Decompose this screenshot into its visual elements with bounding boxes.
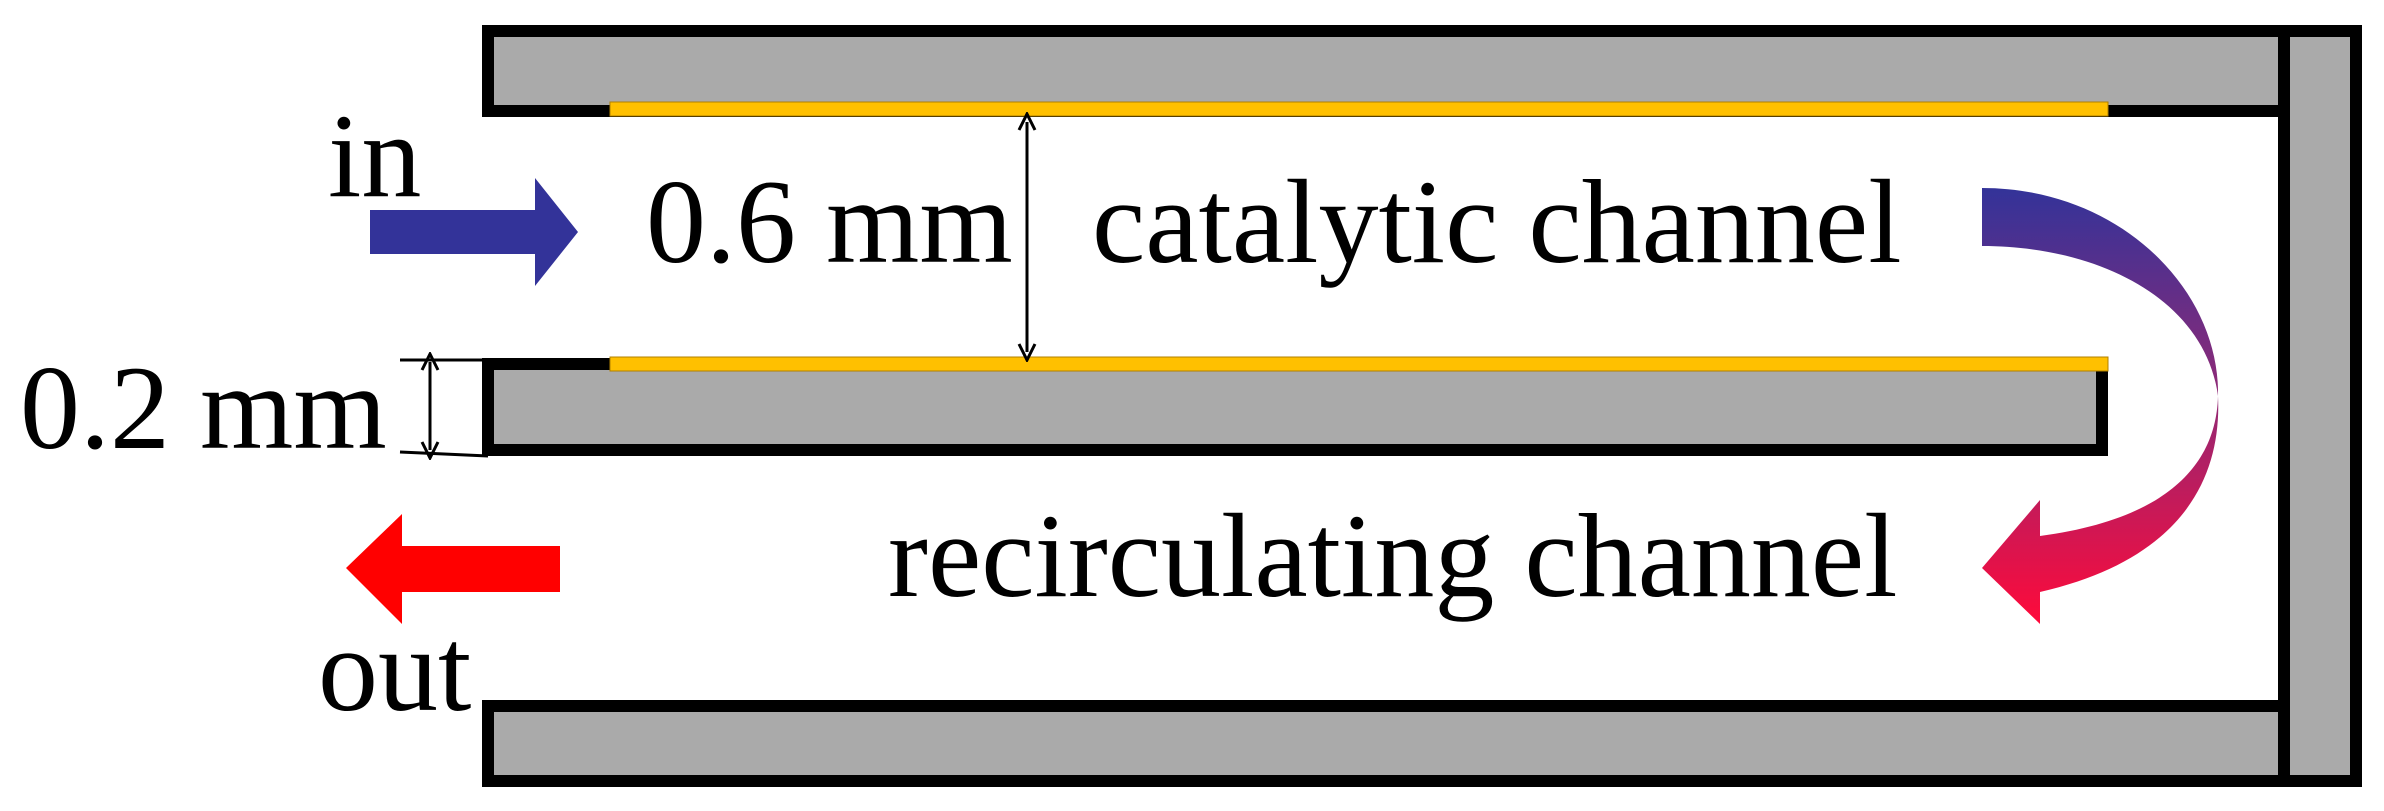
- middle-plate: [482, 358, 2108, 456]
- gap-dimension-label: 0.6 mm: [646, 155, 1013, 288]
- catalytic-channel-label: catalytic channel: [1092, 155, 1902, 288]
- outlet-label: out: [318, 603, 471, 736]
- catalyst-layer-top: [609, 101, 2109, 117]
- wall-thickness-label: 0.2 mm: [20, 341, 387, 474]
- arrow-left-icon: [346, 514, 560, 624]
- inlet-label: in: [328, 89, 421, 222]
- thickness-tick-bottom: [399, 450, 489, 458]
- arrow-right-icon: [370, 178, 578, 286]
- recirculating-channel-label: recirculating channel: [888, 489, 1897, 622]
- catalyst-layer-bottom: [609, 356, 2109, 372]
- top-wall: [482, 25, 2290, 117]
- bottom-wall: [482, 700, 2290, 787]
- curved-arrow-icon: [1982, 188, 2219, 624]
- right-end-wall: [2278, 25, 2362, 787]
